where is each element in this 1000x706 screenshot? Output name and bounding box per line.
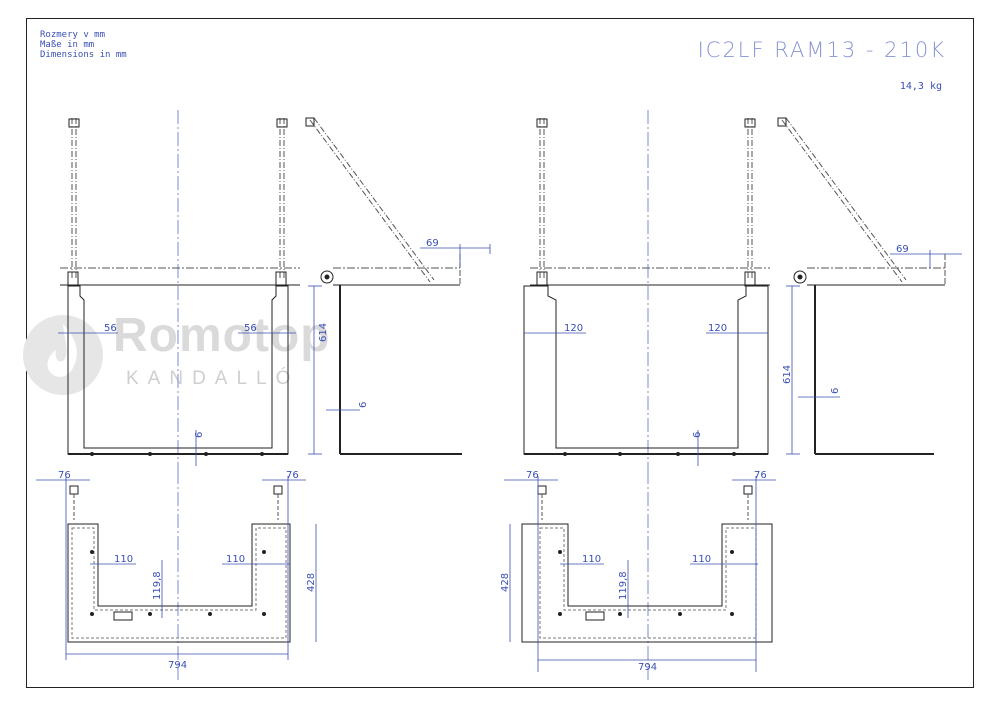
left-hinge-offset: 69: [426, 238, 439, 249]
watermark-brand: Romotop: [113, 309, 331, 362]
watermark-logo: Romotop KANDALLÓ: [18, 309, 388, 400]
left-height: 614: [318, 323, 329, 342]
right-plan-inner-right: 110: [692, 554, 711, 565]
right-plan-depth: 119,8: [618, 571, 629, 600]
drawing-title: IC2LF RAM13 - 210K: [697, 38, 946, 62]
left-plan-edge-right: 76: [286, 470, 299, 481]
left-side-width-left: 56: [104, 323, 117, 334]
dimension-labels: 69 56 56 614 6 6 69 120 120 614 6 6 76 7…: [58, 238, 909, 673]
units-cz: Rozmery v mm: [40, 30, 106, 40]
left-plan-edge-left: 76: [58, 470, 71, 481]
flame-logo-icon: [23, 315, 103, 395]
right-thickness-side: 6: [830, 388, 841, 394]
right-plan-height: 428: [500, 573, 511, 592]
right-plan: [521, 470, 773, 680]
right-side-width-left: 120: [564, 323, 583, 334]
right-hinge-offset: 69: [896, 244, 909, 255]
left-side-width-right: 56: [244, 323, 257, 334]
left-plan-inner-right: 110: [226, 554, 245, 565]
right-plan-edge-left: 76: [526, 470, 539, 481]
left-elevation: [60, 110, 462, 470]
left-plan-width: 794: [168, 660, 187, 671]
right-elevation: [523, 110, 946, 470]
left-plan-height: 428: [306, 573, 317, 592]
left-thickness-side: 6: [358, 402, 369, 408]
right-side-width-right: 120: [708, 323, 727, 334]
watermark-sub: KANDALLÓ: [126, 368, 300, 389]
left-plan-inner-left: 110: [114, 554, 133, 565]
right-plan-edge-right: 76: [754, 470, 767, 481]
left-plan: [67, 470, 291, 680]
right-thickness: 6: [692, 432, 703, 438]
units-en: Dimensions in mm: [40, 50, 127, 60]
right-plan-width: 794: [638, 662, 657, 673]
right-plan-inner-left: 110: [582, 554, 601, 565]
right-height: 614: [782, 365, 793, 384]
dimension-lines: [36, 244, 962, 672]
weight-label: 14,3 kg: [899, 81, 942, 92]
left-thickness: 6: [194, 432, 205, 438]
left-plan-depth: 119,8: [152, 571, 163, 600]
units-note: Rozmery v mm Maße in mm Dimensions in mm: [40, 30, 127, 60]
units-de: Maße in mm: [40, 40, 95, 50]
